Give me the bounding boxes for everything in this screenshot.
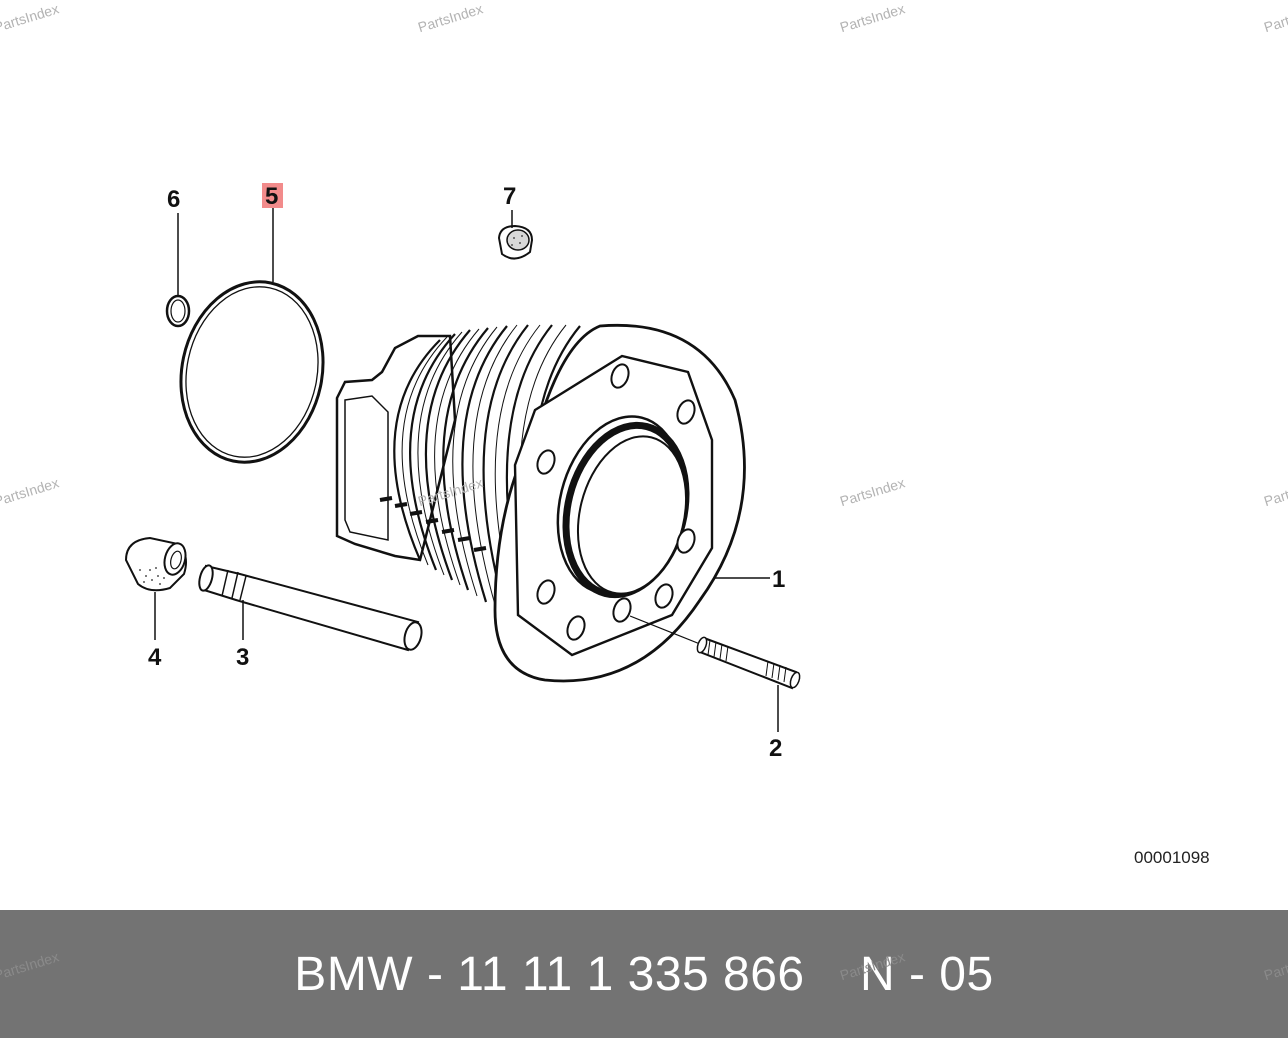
callout-4[interactable]: 4 <box>148 644 162 671</box>
callout-5[interactable]: 5 <box>265 183 278 210</box>
callout-3[interactable]: 3 <box>236 644 249 671</box>
part-6-small-o-ring[interactable] <box>165 294 191 328</box>
callout-7[interactable]: 7 <box>503 183 516 210</box>
part-4-rubber-sleeve[interactable] <box>124 536 189 592</box>
callout-2[interactable]: 2 <box>769 735 782 762</box>
part-3-dowel-tube[interactable] <box>197 564 425 652</box>
exploded-view-drawing: 6 5 7 1 2 3 4 <box>124 183 801 762</box>
callout-6[interactable]: 6 <box>167 186 180 213</box>
callout-1[interactable]: 1 <box>772 566 785 593</box>
diagram-code: 00001098 <box>1134 848 1210 867</box>
part-1-cylinder[interactable] <box>335 323 746 683</box>
part-2-stud[interactable] <box>629 615 801 690</box>
footer-bar: BMW - 11 11 1 335 866 N - 05 <box>0 910 1288 1038</box>
parts-diagram: 6 5 7 1 2 3 4 00001098 <box>124 183 1210 867</box>
footer-position-label: N - 05 <box>859 947 994 1001</box>
part-7-cap[interactable] <box>497 224 534 260</box>
footer-part-number: BMW - 11 11 1 335 866 N - 05 <box>294 947 993 1002</box>
callout-5-highlight <box>262 183 283 208</box>
part-5-large-o-ring[interactable] <box>165 268 340 475</box>
footer-part-label: BMW - 11 11 1 335 866 <box>294 947 805 1001</box>
